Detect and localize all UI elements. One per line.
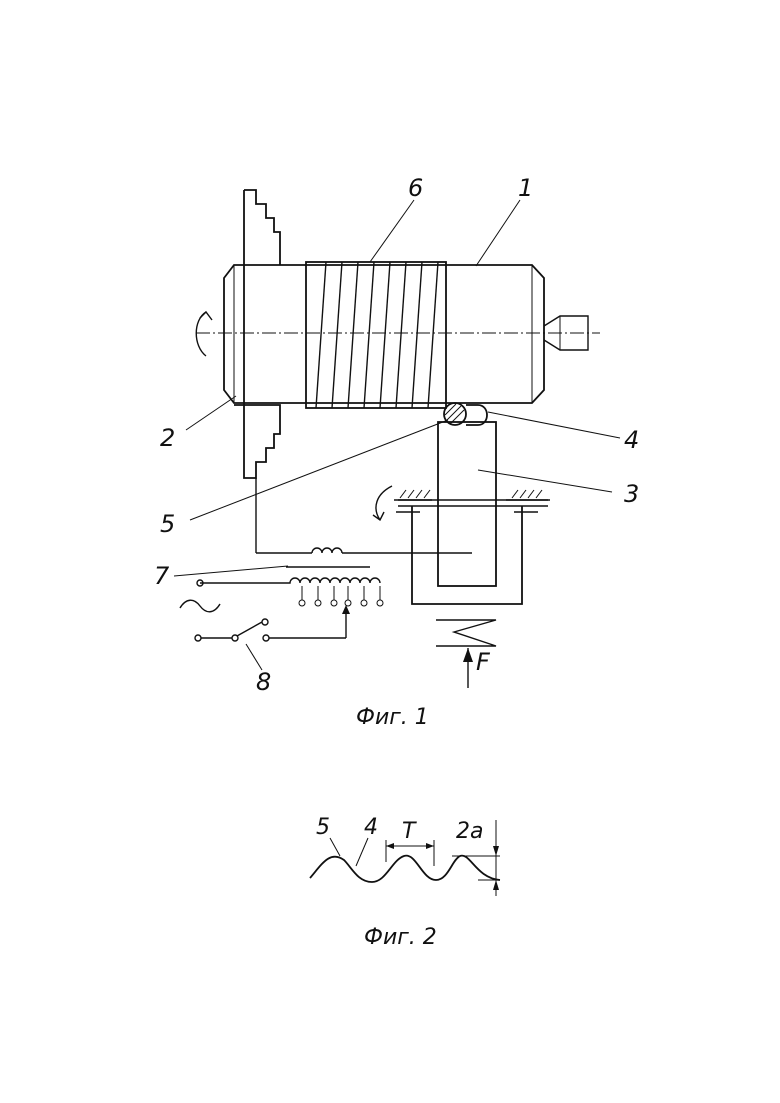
fig2-label-amplitude: 2a [456,819,483,844]
spring [436,620,496,646]
fig2-label-pin: 4 [364,815,378,840]
chuck-jaws [234,190,280,478]
figure-2: 5 4 T 2a Фиг. 2 [310,815,500,950]
fig2-label-wire: 5 [316,815,330,840]
label-transformer: 7 [154,562,170,590]
roller [438,422,496,586]
caption-figure-2: Фиг. 2 [364,925,437,950]
wire-coil [306,262,446,408]
label-pin: 4 [624,426,639,454]
label-switch: 8 [256,668,271,696]
leader-wire-fig2 [330,838,340,856]
caption-figure-1: Фиг. 1 [356,705,429,730]
figure-1: 1 6 2 4 3 5 7 8 F Фиг. 1 [154,174,639,730]
wave-profile [310,856,500,882]
spindle-body [224,265,544,403]
yoke [412,506,522,604]
leader-pin-fig2 [356,838,368,866]
roller-shaft [394,490,550,512]
label-spindle: 1 [518,174,533,202]
label-force: F [476,648,491,676]
fig2-label-pitch: T [402,819,417,844]
rotation-arrow-spindle-icon [196,312,212,356]
ac-source-icon [180,600,220,612]
label-roller: 3 [624,480,639,508]
label-wire: 5 [160,510,175,538]
rotation-arrow-roller-icon [373,486,392,520]
label-coil: 6 [408,174,423,202]
force-arrow-icon [463,648,473,688]
label-chuck: 2 [160,424,175,452]
leader-lines [174,200,620,670]
